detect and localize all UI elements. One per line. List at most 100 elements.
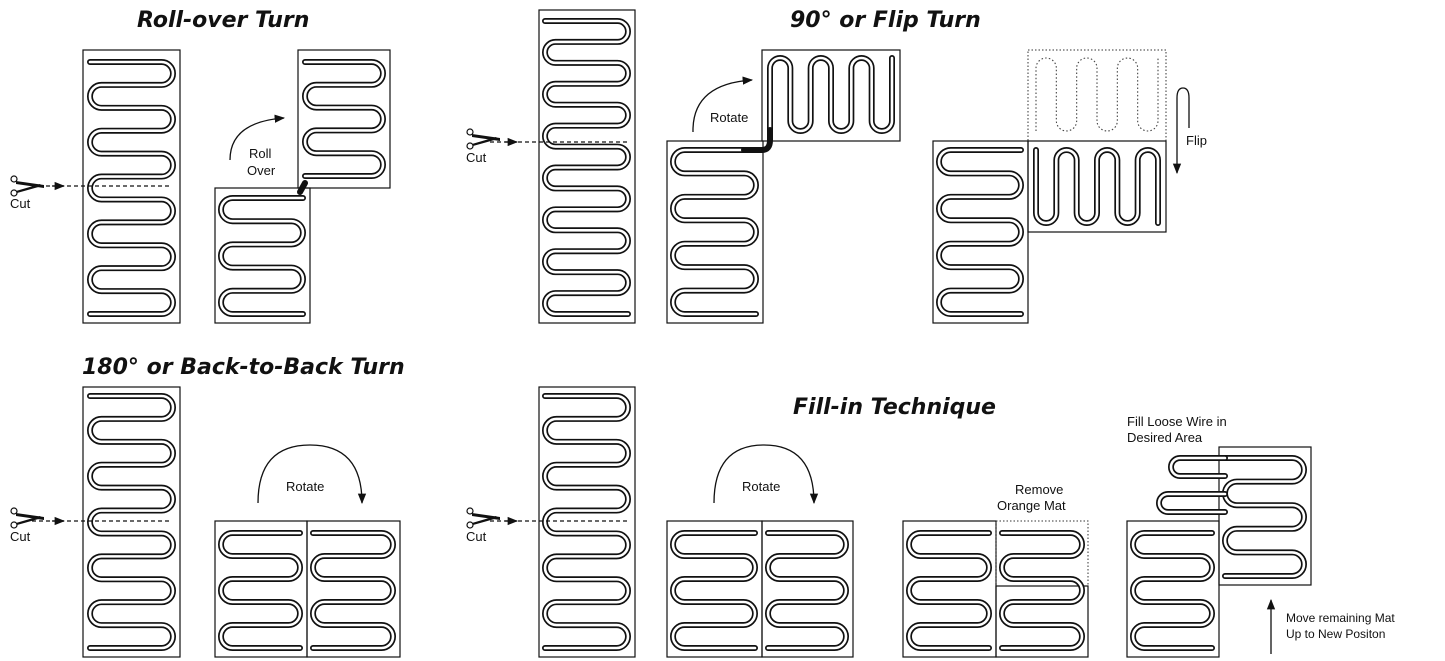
oneeighty-left-mat-wire [218,530,303,651]
ninety-rotated-mat [761,49,901,142]
fillin-right-mat-wire [765,530,849,651]
remove-label-line2: Orange Mat [997,498,1066,513]
heating-wire-core [311,531,395,650]
heating-wire-core [1223,456,1306,578]
ninety-rotated-mat-wire [767,55,895,134]
move-label-line2: Up to New Positon [1286,627,1385,641]
heating-wire-core [937,148,1023,316]
heating-wire-core [303,60,385,178]
loose-wire-fill [1156,455,1228,515]
flip-label: Flip [1186,133,1207,148]
remove-step-left-mat-wire [906,530,992,651]
flip-bottom-mat [932,140,1029,324]
heating-wire-core [543,394,630,650]
heating-wire [999,530,1085,651]
flip-dotted-wire [1035,57,1159,132]
rollover-bottom-mat-wire [218,195,306,317]
heating-wire-core [543,19,630,316]
loose-wire [1156,455,1228,515]
heating-wire-core [671,531,757,650]
heating-wire [218,530,303,651]
fillin-panel: Cut Rotate Remove Orange Mat Fill Loose … [466,386,1395,658]
fillin-full-mat [538,386,636,658]
scissors-icon [466,507,500,529]
loose-wire-core [1157,456,1227,514]
heating-wire [218,195,306,317]
oneeighty-right-mat-wire [310,530,396,651]
rollover-link-wire [297,180,308,195]
heating-wire-core [219,531,302,650]
ninety-full-mat [538,9,636,324]
final-moved-mat [1218,446,1312,586]
fill-loose-label-line2: Desired Area [1127,430,1203,445]
final-left-mat-wire [1130,530,1215,651]
ninety-bottom-mat [666,140,764,324]
remove-step-right-wire [999,530,1085,651]
fillin-rotate-label: Rotate [742,479,780,494]
scissors-icon [10,175,44,197]
ninety-full-mat-wire [542,18,631,317]
heating-wire [302,59,386,179]
fillin-left-mat-wire [670,530,758,651]
heating-wire [542,393,631,651]
heating-wire-core [1034,148,1160,225]
remove-label-line1: Remove [1015,482,1063,497]
oneeighty-full-mat-wire [87,393,176,651]
fillin-cut-label: Cut [466,529,487,544]
fillin-left-mat [666,520,763,658]
heating-wire [310,530,396,651]
rollover-panel: Roll Over Cut [10,49,391,324]
ninety-bottom-mat-wire [670,147,759,317]
oneeighty-full-mat [82,386,181,658]
ninety-rotate-label: Rotate [710,110,748,125]
heating-wire [87,59,176,317]
heating-wire [1130,530,1215,651]
flip-flipped-mat [1027,140,1167,233]
flip-original-wire-outline [1035,57,1159,132]
heating-wire [1222,455,1307,579]
heating-wire-core [907,531,991,650]
heating-wire-core [1131,531,1214,650]
oneeighty-panel: Rotate Cut [10,386,401,658]
fillin-right-mat [761,520,854,658]
ninety-rotate-arrow [692,76,754,133]
heading-fill-in-technique: Fill-in Technique [793,395,996,420]
scissors-icon [10,507,44,529]
remove-step-remaining-mat [995,585,1089,658]
roll-over-arrow [229,114,286,161]
fillin-full-mat-wire [542,393,631,651]
final-left-mat [1126,520,1220,658]
roll-over-label-line2: Over [247,163,276,178]
remove-step-left-mat [902,520,997,658]
oneeighty-left-mat [214,520,308,658]
rollover-cut-label: Cut [10,196,31,211]
flip-original-position [1027,49,1167,142]
rollover-top-mat [297,49,391,189]
roll-over-label-line1: Roll [249,146,272,161]
scissors-icon [466,128,500,150]
heating-wire-core [88,60,175,316]
heating-wire-core [671,148,758,316]
heating-wire [670,530,758,651]
heating-wire-core [768,56,894,133]
fill-loose-label-line1: Fill Loose Wire in [1127,414,1227,429]
heating-wire-core [88,394,175,650]
rollover-top-mat-wire [302,59,386,179]
heating-wire-core [1000,531,1084,650]
ninety-link-wire [741,127,773,153]
heating-wire-core [219,196,305,316]
heating-wire-core [766,531,848,650]
oneeighty-rotate-label: Rotate [286,479,324,494]
move-label-line1: Move remaining Mat [1286,611,1395,625]
flip-bottom-mat-wire [936,147,1024,317]
fillin-rotate-arrow [713,444,819,505]
oneeighty-rotate-arrow [257,444,367,505]
rollover-full-mat-wire [87,59,176,317]
heading-rollover-turn: Roll-over Turn [137,8,309,33]
oneeighty-right-mat [306,520,401,658]
ninety-cut-label: Cut [466,150,487,165]
final-moved-mat-wire [1222,455,1307,579]
heating-wire [906,530,992,651]
heading-ninety-flip-turn: 90° or Flip Turn [790,8,981,33]
